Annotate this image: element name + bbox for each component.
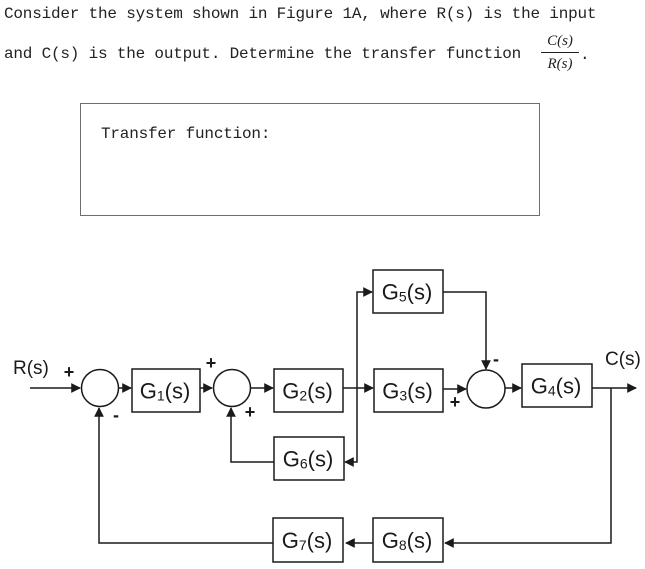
fraction-numerator: C(s) xyxy=(541,31,579,53)
sign-sum3-input: + xyxy=(450,392,461,412)
block-g3 xyxy=(373,368,444,413)
block-label-g6: G6(s) xyxy=(283,446,334,472)
block-label-g3: G3(s) xyxy=(382,378,433,404)
summing-junction-3 xyxy=(466,369,506,409)
sentence-period: . xyxy=(580,46,590,64)
sign-sum3-g5: - xyxy=(493,349,499,369)
block-g2 xyxy=(273,368,344,413)
block-g7 xyxy=(272,517,344,563)
block-label-g7: G7(s) xyxy=(282,528,333,554)
block-label-g2: G2(s) xyxy=(282,378,333,404)
problem-line-2: and C(s) is the output. Determine the tr… xyxy=(4,45,522,63)
answer-box: Transfer function: xyxy=(80,103,540,216)
connection-g7-to-sum1 xyxy=(94,407,273,544)
sign-sum1-input: + xyxy=(64,362,75,382)
summing-junction-2 xyxy=(212,368,252,408)
connection-branch-to-g5 xyxy=(356,287,373,388)
block-label-g1: G1(s) xyxy=(140,378,191,404)
summing-junction-1 xyxy=(80,368,120,408)
sign-sum1-feedback: - xyxy=(113,405,119,425)
block-label-g4: G4(s) xyxy=(531,373,582,399)
block-g1 xyxy=(131,368,201,413)
block-label-g5: G5(s) xyxy=(382,279,433,305)
output-label: C(s) xyxy=(605,349,641,370)
sign-sum2-input: + xyxy=(206,353,217,373)
block-g6 xyxy=(273,436,345,481)
connection-output-to-g8 xyxy=(444,388,612,548)
answer-box-label: Transfer function: xyxy=(101,125,271,143)
block-g4 xyxy=(521,363,593,408)
block-label-g8: G8(s) xyxy=(382,528,433,554)
transfer-function-fraction: C(s) R(s) xyxy=(541,31,579,74)
sign-sum2-g6: + xyxy=(245,402,256,422)
block-g8 xyxy=(372,517,444,563)
fraction-denominator: R(s) xyxy=(547,56,573,72)
problem-line-1: Consider the system shown in Figure 1A, … xyxy=(4,5,597,23)
connection-g6-to-sum2 xyxy=(226,407,274,463)
connection-branch-to-g6 xyxy=(344,388,358,467)
connection-g5-to-sum3 xyxy=(443,291,491,370)
block-g5 xyxy=(372,269,444,314)
input-label: R(s) xyxy=(13,358,49,379)
